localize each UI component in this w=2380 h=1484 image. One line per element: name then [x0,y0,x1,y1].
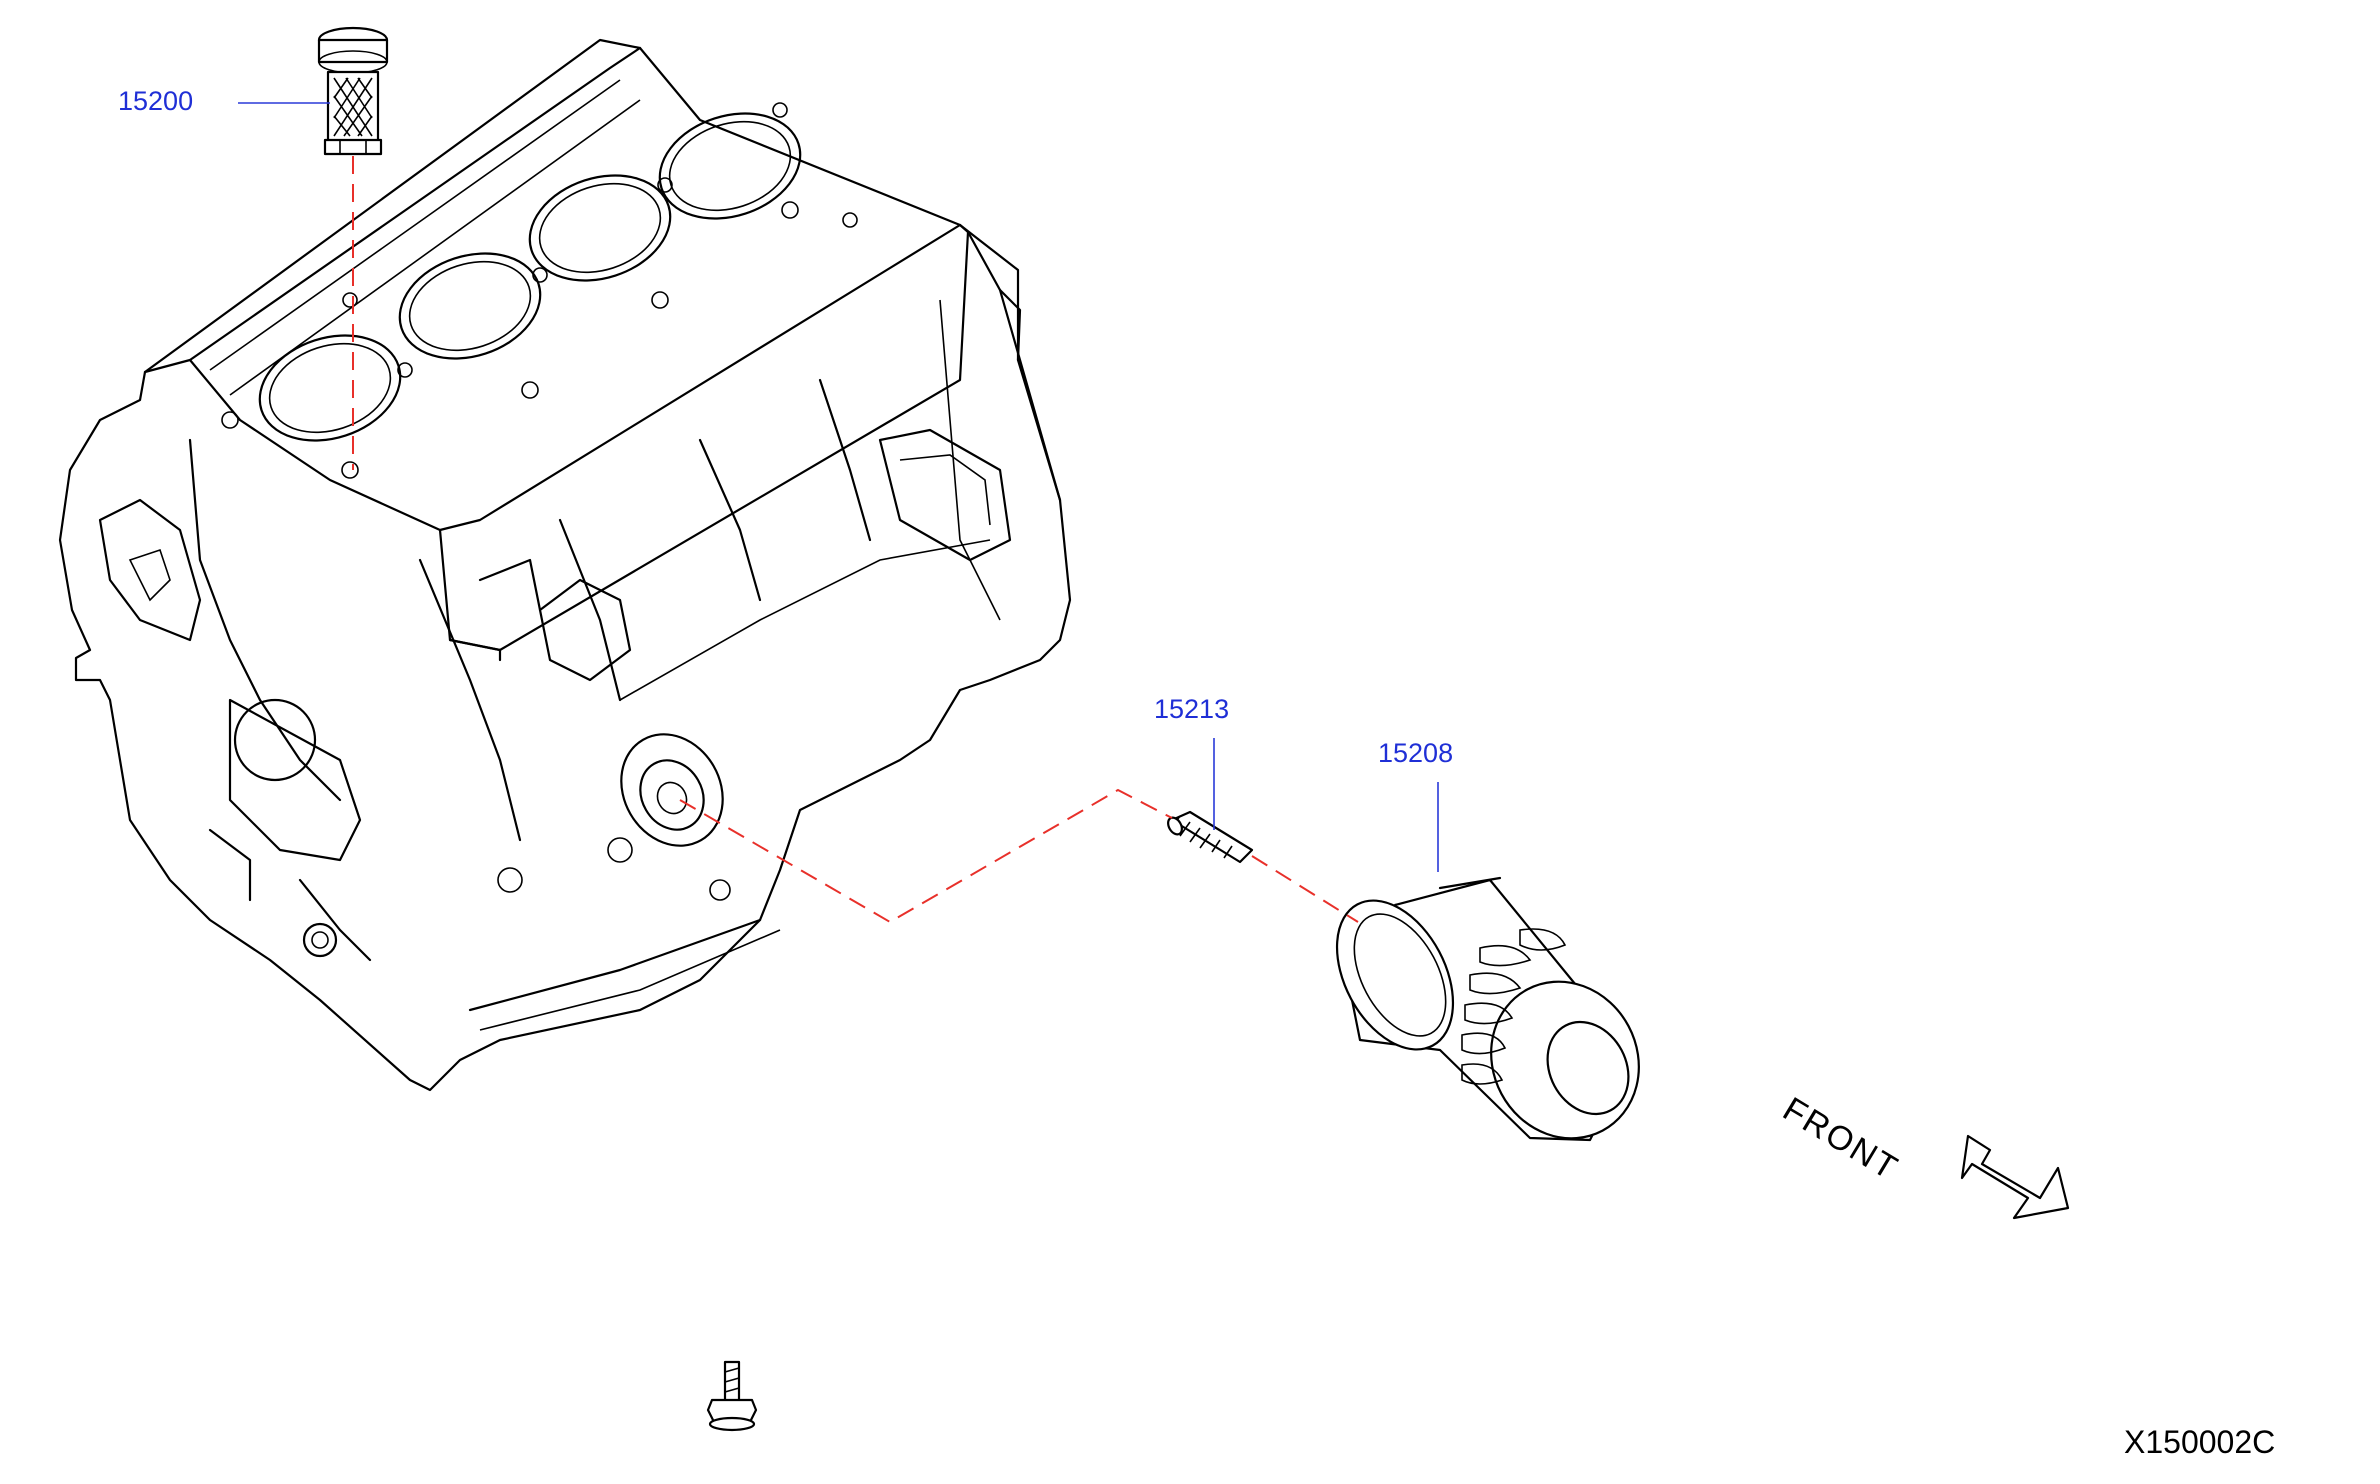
oil-filter-part[interactable] [1313,876,1666,1164]
stud-part[interactable] [1165,810,1254,864]
cylinder-block [58,38,1072,1092]
filter-reference-line [679,788,1359,924]
oil-strainer-part[interactable] [317,26,389,156]
callout-15213[interactable]: 15213 [1154,694,1230,724]
diagram-code: X150002C [2124,1424,2276,1460]
callout-15208[interactable]: 15208 [1378,738,1454,768]
bolt-part[interactable] [706,1360,758,1432]
front-arrow-icon [1960,1134,2070,1220]
callout-15200[interactable]: 15200 [118,86,194,116]
